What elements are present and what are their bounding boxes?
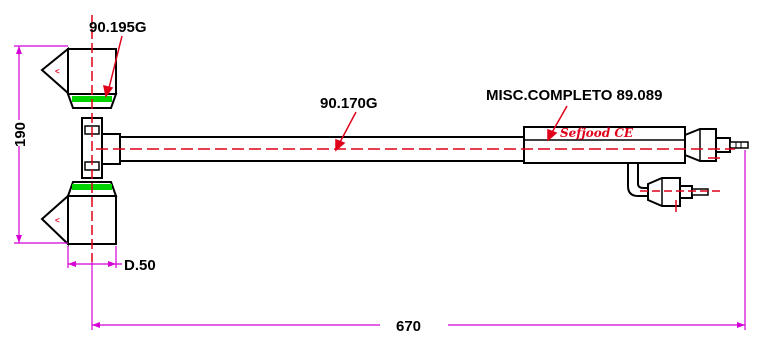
mixer-assembly	[523, 126, 749, 212]
branch-coupling	[647, 177, 681, 207]
diameter-arrow-left	[68, 261, 76, 267]
branch-hose-tail	[691, 188, 709, 196]
leaders	[103, 35, 568, 152]
end-hose-tail	[729, 141, 749, 149]
brand-label: Sefjood CE	[560, 126, 634, 140]
length-arrow-right	[737, 322, 745, 328]
mixer-leader	[549, 105, 568, 137]
branch-tube-inner	[637, 163, 648, 189]
upper-wedge-mark: <	[55, 67, 60, 76]
top-head-leader-arrow	[103, 84, 114, 98]
tube-code-label: 90.170G	[320, 95, 378, 112]
branch-nut	[679, 185, 693, 199]
center-lines	[91, 15, 735, 262]
neck-connector	[81, 117, 121, 179]
upper-head: <	[40, 46, 118, 109]
mixer-leader-arrow	[547, 128, 558, 142]
tube-leader	[337, 111, 357, 147]
branch-tube-outer	[627, 163, 648, 197]
top-head-leader	[107, 35, 123, 93]
diameter-dim-label: D.50	[124, 257, 156, 274]
lower-wedge-mark: <	[55, 216, 60, 225]
mixer-code-label: MISC.COMPLETO 89.089	[486, 87, 662, 104]
lower-head: <	[40, 181, 118, 247]
height-arrow-top	[16, 46, 22, 54]
end-nut	[715, 137, 731, 153]
tube-leader-arrow	[335, 138, 346, 152]
dimension-arrows	[16, 46, 745, 328]
height-dim-label: 190	[12, 122, 29, 147]
length-dim-label: 670	[396, 318, 421, 335]
height-arrow-bottom	[16, 235, 22, 243]
lower-side-wedge	[40, 193, 69, 247]
diameter-arrow-right	[108, 261, 116, 267]
top-head-code-label: 90.195G	[89, 19, 147, 36]
length-arrow-left	[92, 322, 100, 328]
